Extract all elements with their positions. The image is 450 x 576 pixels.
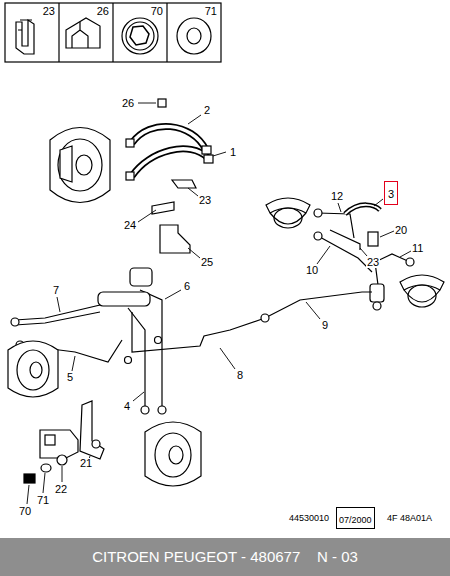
callout-number: 11 bbox=[411, 243, 424, 254]
callout-number: 7 bbox=[52, 285, 60, 296]
callout-number: 21 bbox=[79, 458, 93, 469]
caption: CITROEN PEUGEOT - 480677 N - 03 bbox=[0, 548, 450, 565]
reference-code: 4F 48A01A bbox=[386, 514, 433, 523]
front-left-disc bbox=[50, 128, 110, 203]
date-box: 07/2000 bbox=[336, 507, 375, 529]
callout-number: 26 bbox=[121, 98, 135, 109]
reference-code: 44530010 bbox=[288, 514, 330, 523]
callout-number: 23 bbox=[366, 257, 380, 268]
callout-number: 10 bbox=[305, 265, 319, 276]
part-cell: 71 bbox=[167, 3, 221, 62]
discs bbox=[8, 341, 201, 486]
callout-number: 12 bbox=[330, 191, 344, 202]
part-cell: 23 bbox=[5, 3, 59, 62]
callout-number: 71 bbox=[205, 6, 217, 17]
callout-number: 8 bbox=[236, 370, 244, 381]
callout-number: 23 bbox=[43, 6, 55, 17]
callout-number: 9 bbox=[321, 320, 329, 331]
callout-number: 4 bbox=[123, 401, 131, 412]
callout-number: 22 bbox=[54, 484, 68, 495]
callout-number: 6 bbox=[183, 281, 191, 292]
callout-number: 07/2000 bbox=[339, 515, 372, 525]
brake-pipes bbox=[11, 209, 414, 414]
callout-number: 3 bbox=[388, 188, 394, 200]
callout-number: 1 bbox=[229, 147, 237, 158]
parts-table bbox=[5, 3, 221, 62]
callout-number: 24 bbox=[123, 220, 137, 231]
callout-number: 2 bbox=[203, 105, 211, 116]
part-cell: 26 bbox=[59, 3, 113, 62]
limiter-valve bbox=[24, 401, 104, 483]
highlight-callout: 3 bbox=[384, 181, 398, 205]
brake-hoses bbox=[126, 99, 213, 253]
leader-lines bbox=[27, 103, 411, 504]
callout-number: 26 bbox=[97, 6, 109, 17]
callout-number: 70 bbox=[151, 6, 163, 17]
callout-number: 5 bbox=[66, 372, 74, 383]
callout-number: 20 bbox=[394, 225, 408, 236]
callout-number: 70 bbox=[18, 506, 32, 517]
part-cell: 70 bbox=[113, 3, 167, 62]
callout-number: 25 bbox=[200, 257, 214, 268]
callout-number: 71 bbox=[36, 495, 50, 506]
callout-number: 23 bbox=[198, 195, 212, 206]
